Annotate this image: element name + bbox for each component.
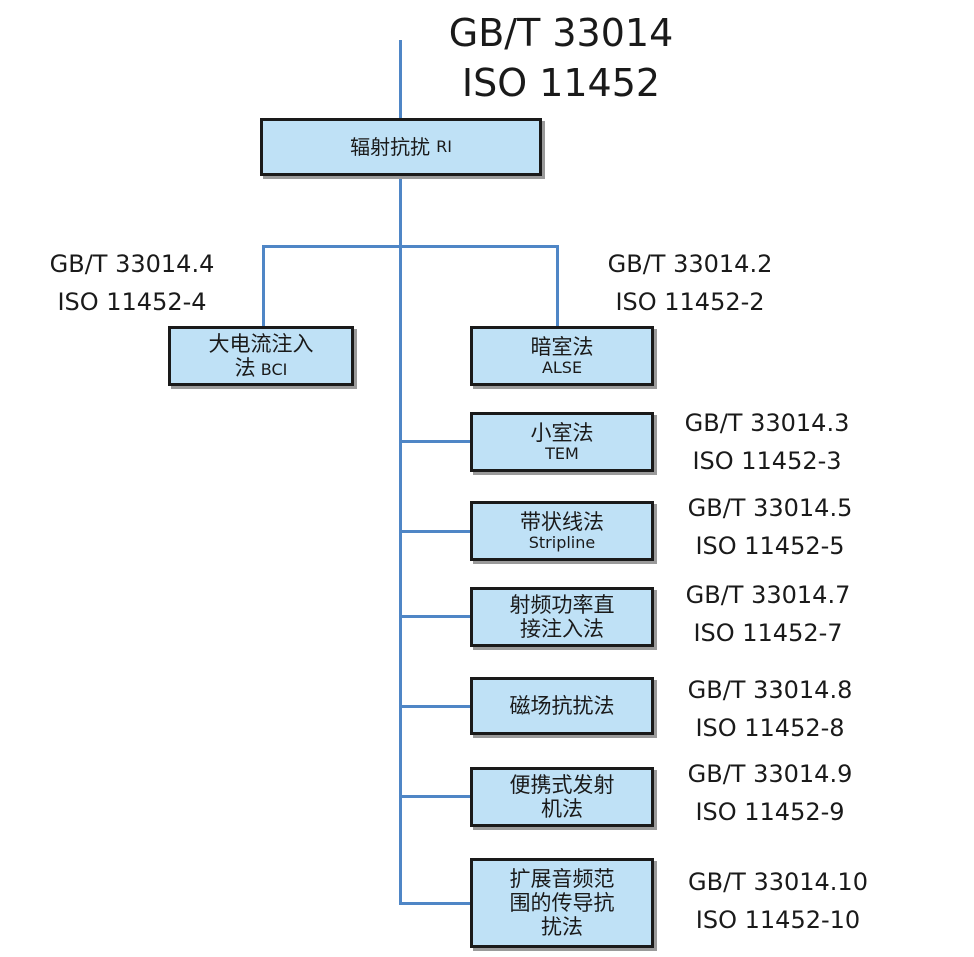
node-rf-direct-injection-line1: 射频功率直 [509, 592, 615, 617]
node-bci: 大电流注入 法 BCI [168, 326, 354, 386]
root-node-abbr: RI [436, 136, 452, 156]
trunk-top-connector [399, 40, 402, 120]
alse-vertical-connector [556, 245, 559, 327]
rf-direct-injection-standard-gb: GB/T 33014.7 [685, 581, 851, 609]
stripline-standard-iso: ISO 11452-5 [695, 532, 845, 560]
bci-standard-label: GB/T 33014.4 ISO 11452-4 [30, 245, 234, 321]
root-node-radiated-immunity: 辐射抗扰 RI [260, 118, 542, 176]
bci-vertical-connector [262, 245, 265, 327]
magnetic-field-standard-gb: GB/T 33014.8 [687, 676, 853, 704]
node-tem: 小室法 TEM [470, 412, 654, 472]
alse-standard-iso: ISO 11452-2 [615, 288, 765, 316]
node-stripline-label: 带状线法 [520, 509, 604, 534]
node-magnetic-field: 磁场抗扰法 [470, 677, 654, 735]
node-portable-transmitter-line1: 便携式发射 [509, 772, 615, 797]
top-standard-iso: ISO 11452 [461, 61, 661, 105]
node-tem-label: 小室法 [530, 420, 594, 445]
node-tem-abbr: TEM [545, 443, 579, 463]
stripline-standard-label: GB/T 33014.5 ISO 11452-5 [668, 489, 872, 565]
trunk-connector [399, 175, 402, 905]
portable-transmitter-connector [399, 795, 471, 798]
extended-audio-standard-iso: ISO 11452-10 [695, 906, 861, 934]
alse-standard-label: GB/T 33014.2 ISO 11452-2 [588, 245, 792, 321]
tem-standard-gb: GB/T 33014.3 [684, 409, 850, 437]
stripline-connector [399, 530, 471, 533]
node-alse: 暗室法 ALSE [470, 326, 654, 386]
stripline-standard-gb: GB/T 33014.5 [687, 494, 853, 522]
node-portable-transmitter-line2: 机法 [541, 797, 583, 821]
node-bci-line2: 法 [234, 356, 256, 380]
tem-standard-iso: ISO 11452-3 [692, 447, 842, 475]
portable-transmitter-standard-iso: ISO 11452-9 [695, 798, 845, 826]
node-extended-audio-line2: 围的传导抗 [509, 890, 615, 915]
branch-horizontal-connector [262, 245, 559, 248]
rf-direct-injection-standard-iso: ISO 11452-7 [693, 619, 843, 647]
node-portable-transmitter: 便携式发射 机法 [470, 767, 654, 827]
node-stripline-abbr: Stripline [528, 532, 596, 552]
top-standard-gb: GB/T 33014 [448, 11, 674, 55]
extended-audio-connector [399, 902, 471, 905]
extended-audio-standard-gb: GB/T 33014.10 [688, 868, 868, 896]
portable-transmitter-standard-gb: GB/T 33014.9 [687, 760, 853, 788]
node-bci-line2-wrap: 法 BCI [235, 356, 288, 380]
node-rf-direct-injection-line2: 接注入法 [520, 617, 604, 641]
node-bci-line1: 大电流注入 [208, 331, 314, 356]
node-stripline: 带状线法 Stripline [470, 501, 654, 561]
node-extended-audio-line3: 扰法 [541, 915, 583, 940]
magnetic-field-connector [399, 705, 471, 708]
node-bci-abbr: BCI [260, 360, 288, 379]
tem-standard-label: GB/T 33014.3 ISO 11452-3 [665, 404, 869, 480]
node-alse-abbr: ALSE [541, 357, 583, 377]
bci-standard-gb: GB/T 33014.4 [49, 250, 215, 278]
node-magnetic-field-label: 磁场抗扰法 [509, 693, 615, 718]
bci-standard-iso: ISO 11452-4 [57, 288, 207, 316]
tem-connector [399, 440, 471, 443]
magnetic-field-standard-iso: ISO 11452-8 [695, 714, 845, 742]
portable-transmitter-standard-label: GB/T 33014.9 ISO 11452-9 [668, 755, 872, 831]
node-extended-audio: 扩展音频范 围的传导抗 扰法 [470, 858, 654, 948]
root-node-label: 辐射抗扰 [350, 134, 431, 159]
rf-direct-injection-connector [399, 615, 471, 618]
extended-audio-standard-label: GB/T 33014.10 ISO 11452-10 [668, 863, 888, 939]
node-rf-direct-injection: 射频功率直 接注入法 [470, 587, 654, 647]
node-alse-label: 暗室法 [530, 334, 594, 359]
magnetic-field-standard-label: GB/T 33014.8 ISO 11452-8 [668, 671, 872, 747]
rf-direct-injection-standard-label: GB/T 33014.7 ISO 11452-7 [666, 576, 870, 652]
node-extended-audio-line1: 扩展音频范 [509, 866, 615, 891]
top-standard-label: GB/T 33014 ISO 11452 [430, 8, 692, 108]
alse-standard-gb: GB/T 33014.2 [607, 250, 773, 278]
